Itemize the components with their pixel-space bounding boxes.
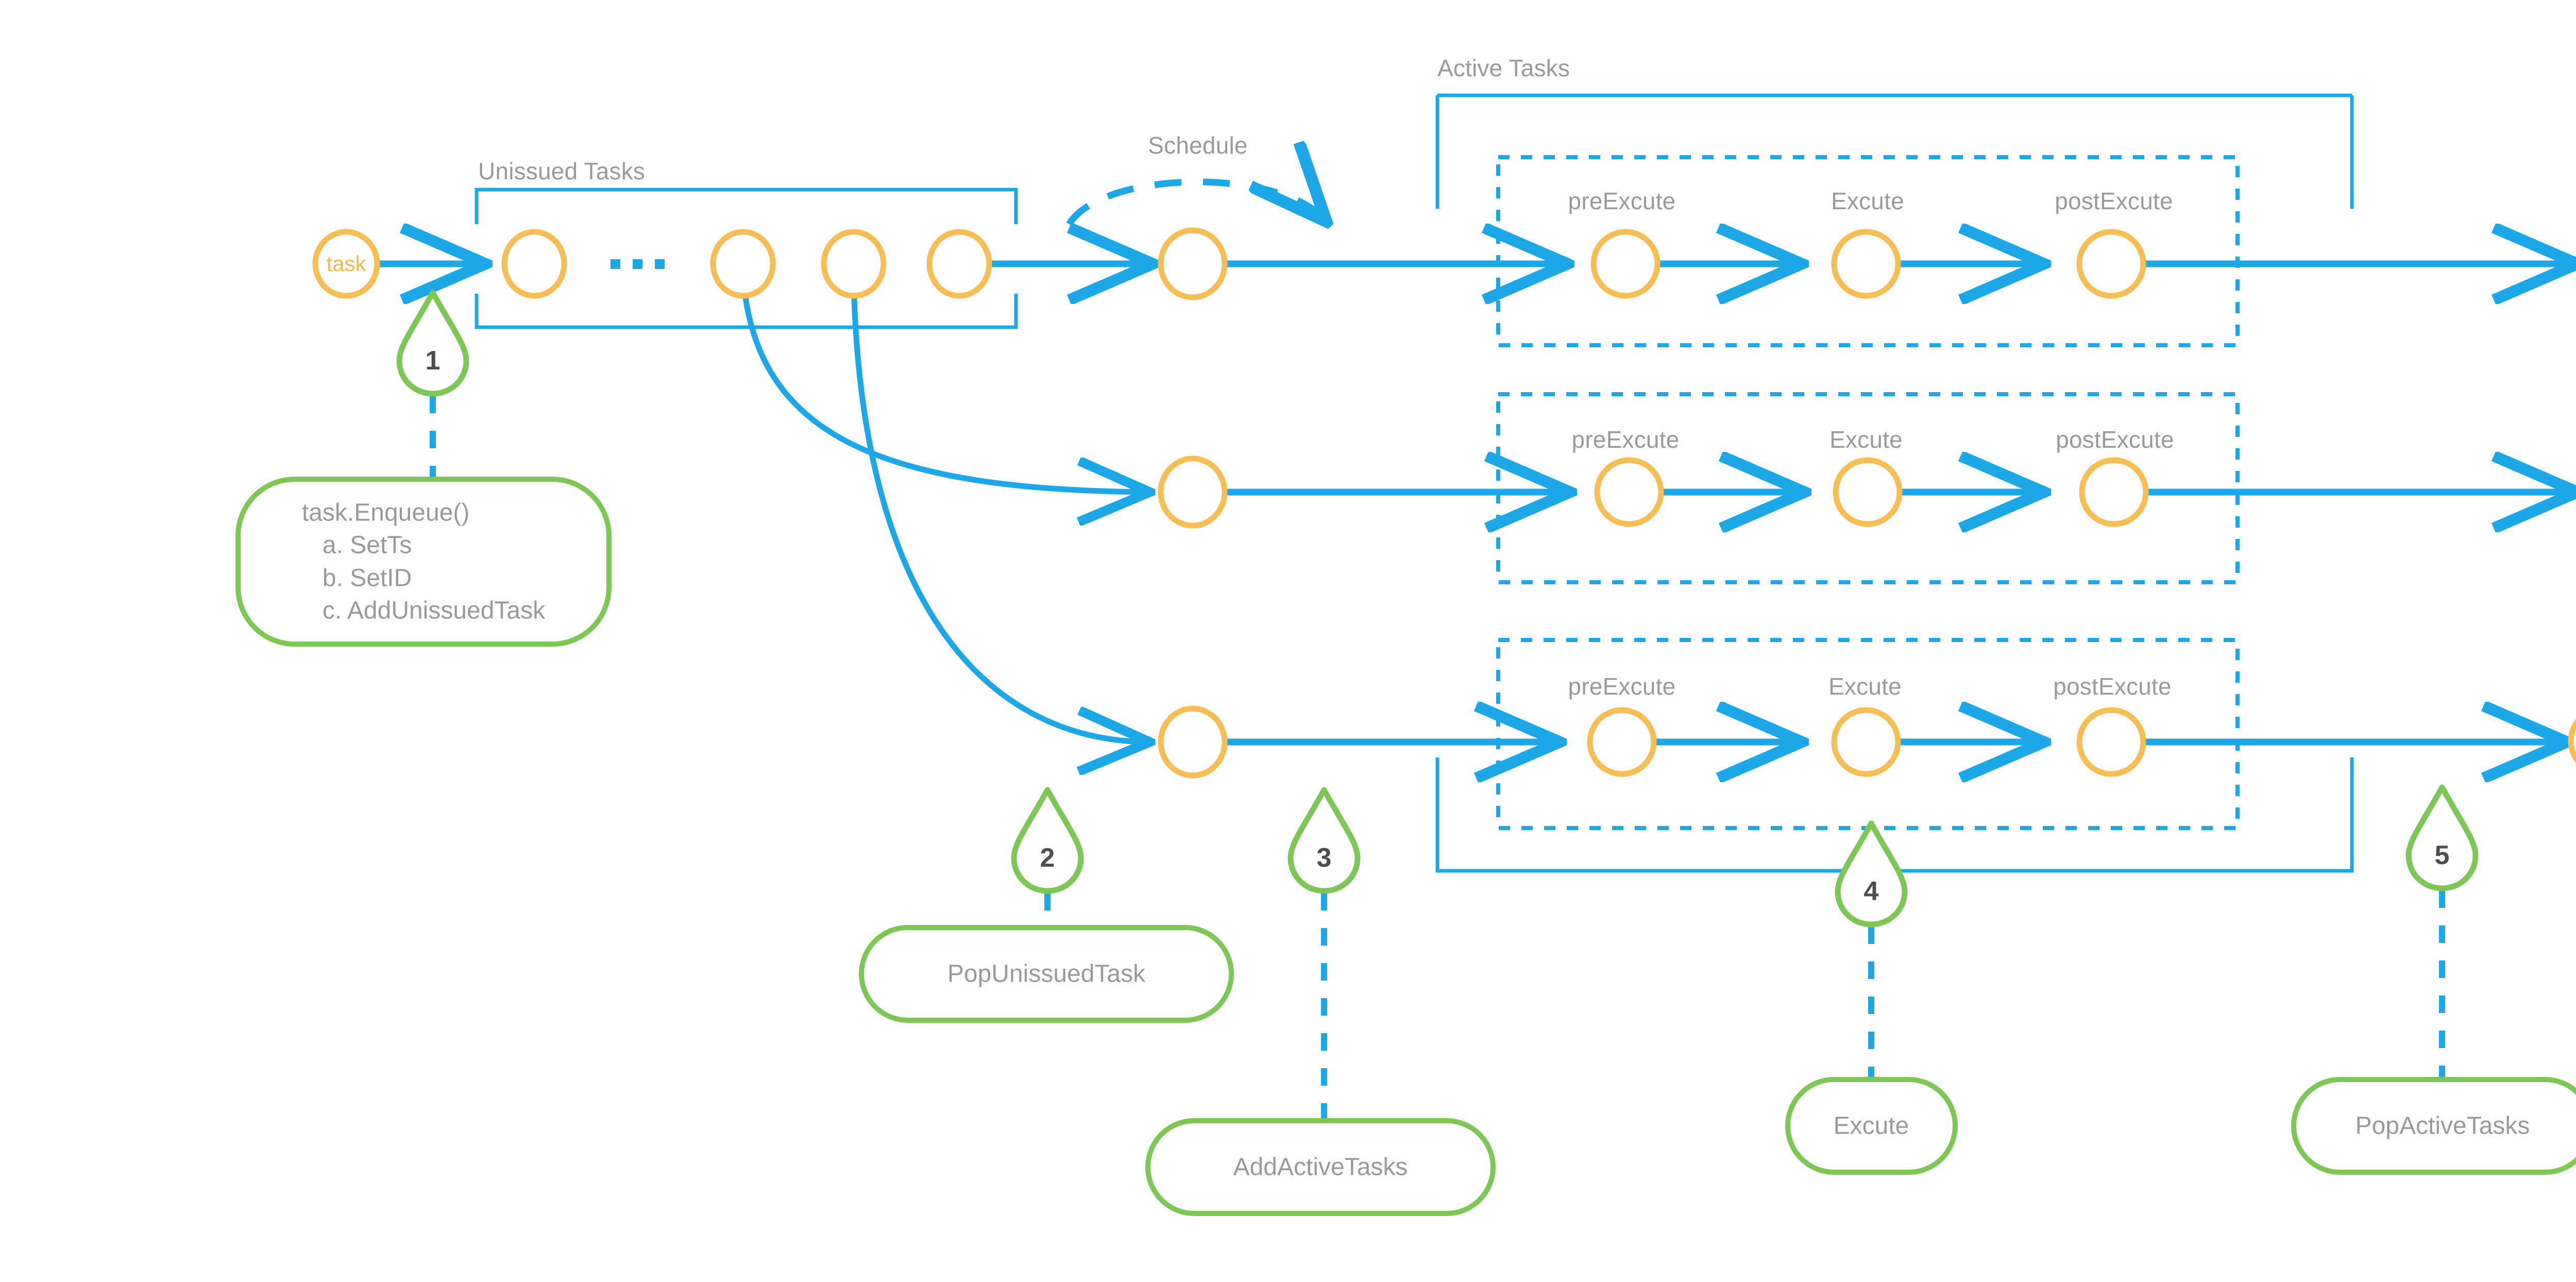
marker-4-number: 4 xyxy=(1863,876,1879,906)
marker-5[interactable] xyxy=(2405,784,2479,891)
marker-2-number: 2 xyxy=(1040,843,1055,873)
marker-3[interactable] xyxy=(1287,787,1361,894)
source-task-label: task xyxy=(326,251,366,276)
marker-3-number: 3 xyxy=(1316,843,1332,873)
node-postexcute-row-2[interactable] xyxy=(2079,457,2149,527)
marker-1[interactable] xyxy=(396,290,469,397)
callout-text-pop-unissued: PopUnissuedTask xyxy=(947,960,1146,988)
node-excute-row-1[interactable] xyxy=(1831,229,1901,299)
unissued-tasks-bracket xyxy=(474,188,1018,329)
stage-label-excute-row-1: Excute xyxy=(1831,188,1904,214)
marker-4[interactable] xyxy=(1835,820,1908,927)
pipeline-dashed-box-row-1 xyxy=(1496,155,2240,347)
schedule-label: Schedule xyxy=(1148,132,1248,159)
marker-1-number: 1 xyxy=(425,346,440,376)
node-queue-3[interactable] xyxy=(821,229,887,299)
callout-text-excute: Excute xyxy=(1833,1112,1909,1140)
unissued-tasks-label: Unissued Tasks xyxy=(478,158,646,184)
stage-label-preexcute-row-3: preExcute xyxy=(1568,673,1676,700)
schedule-dashed-arc xyxy=(1066,182,1324,224)
stage-label-preexcute-row-2: preExcute xyxy=(1571,426,1680,453)
marker-5-number: 5 xyxy=(2434,840,2450,870)
callout-text-task-enqueue: task.Enqueue() a. SetTs b. SetID c. AddU… xyxy=(301,499,546,625)
dispatch-curves xyxy=(740,280,1146,742)
node-scheduled-row-2[interactable] xyxy=(1158,456,1228,529)
node-postexcute-row-3[interactable] xyxy=(2076,707,2146,777)
node-completed-row-3[interactable] xyxy=(2568,709,2576,773)
node-postexcute-row-1[interactable] xyxy=(2076,229,2146,299)
stage-label-preexcute-row-1: preExcute xyxy=(1568,188,1676,214)
callout-text-add-active: AddActiveTasks xyxy=(1233,1153,1408,1181)
node-preexcute-row-1[interactable] xyxy=(1590,229,1660,299)
callout-box-task-enqueue[interactable] xyxy=(235,477,612,647)
node-preexcute-row-2[interactable] xyxy=(1594,457,1664,527)
stage-label-excute-row-3: Excute xyxy=(1828,673,1902,700)
stage-label-postexcute-row-1: postExcute xyxy=(2055,188,2173,214)
node-excute-row-3[interactable] xyxy=(1831,707,1901,777)
marker-2[interactable] xyxy=(1011,787,1084,894)
callout-box-pop-active[interactable] xyxy=(2291,1077,2576,1175)
node-queue-1[interactable] xyxy=(501,229,567,299)
callout-box-add-active[interactable] xyxy=(1145,1118,1496,1216)
node-queue-2[interactable] xyxy=(710,229,776,299)
queue-ellipsis-icon xyxy=(611,259,665,269)
node-scheduled-row-1[interactable] xyxy=(1158,227,1228,300)
callout-box-pop-unissued[interactable] xyxy=(859,925,1234,1023)
node-scheduled-row-3[interactable] xyxy=(1158,705,1228,779)
callout-box-excute[interactable] xyxy=(1785,1077,1958,1175)
node-source-task[interactable] xyxy=(312,229,380,299)
stage-label-excute-row-2: Excute xyxy=(1829,426,1903,453)
active-tasks-label: Active Tasks xyxy=(1437,55,1570,81)
stage-label-postexcute-row-2: postExcute xyxy=(2056,426,2174,453)
node-queue-4[interactable] xyxy=(926,229,992,299)
pipeline-dashed-box-row-2 xyxy=(1496,392,2240,584)
node-preexcute-row-3[interactable] xyxy=(1587,707,1657,777)
stage-label-postexcute-row-3: postExcute xyxy=(2053,673,2172,700)
node-excute-row-2[interactable] xyxy=(1833,457,1903,527)
callout-text-pop-active: PopActiveTasks xyxy=(2355,1112,2530,1140)
